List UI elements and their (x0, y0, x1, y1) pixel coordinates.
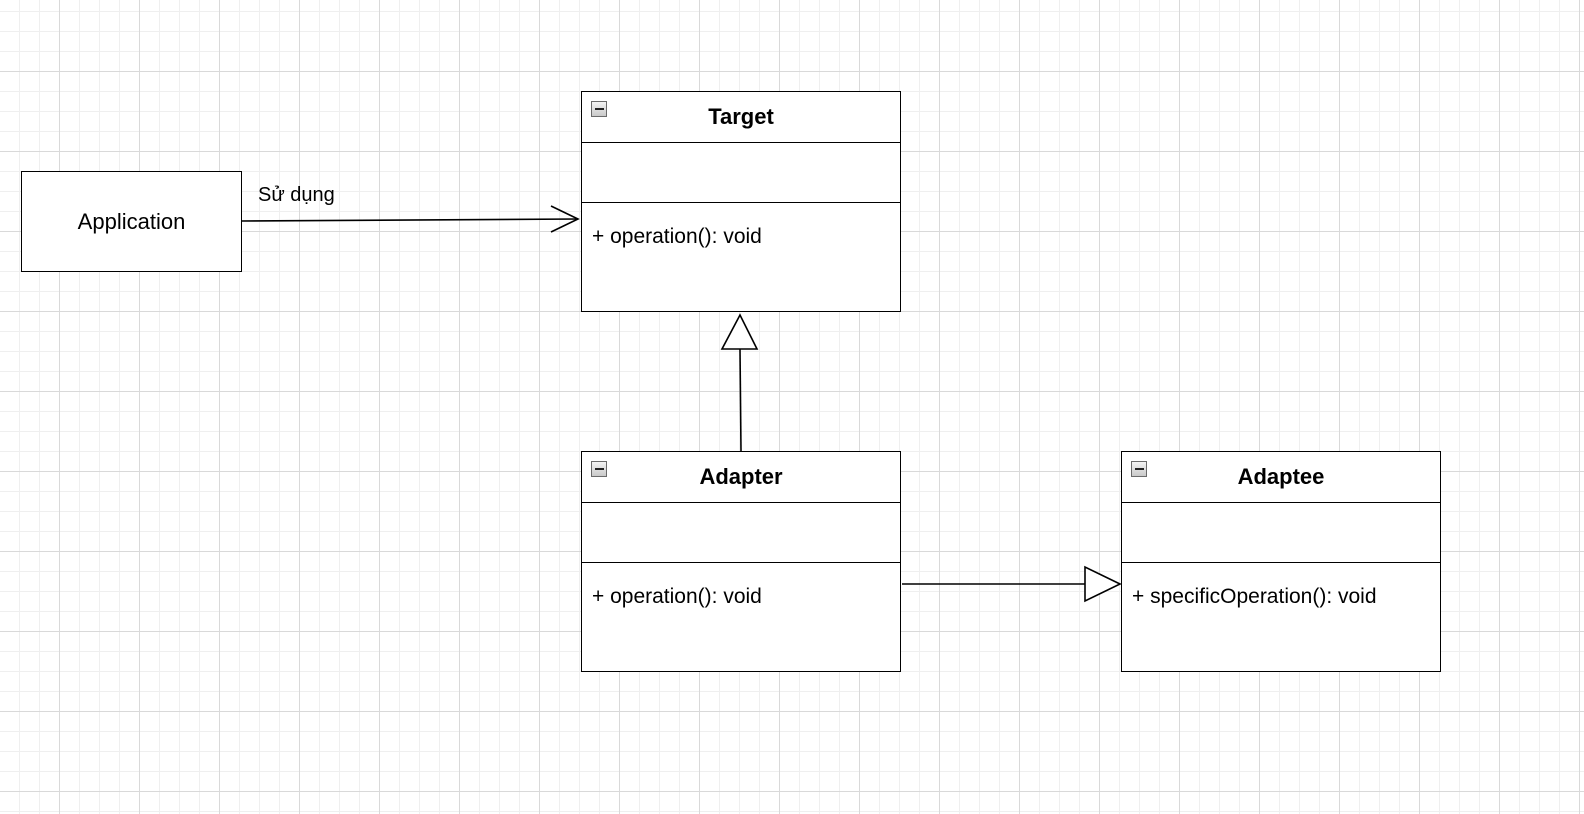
target-attributes-section (582, 143, 900, 203)
application-label: Application (77, 208, 186, 234)
collapse-icon[interactable] (591, 461, 607, 477)
target-class-name: Target (708, 104, 774, 129)
operation-item: + specificOperation(): void (1132, 585, 1377, 608)
adaptee-relation-arrowhead (1084, 565, 1122, 603)
application-box[interactable]: Application (21, 171, 242, 272)
adapter-class-name: Adapter (699, 464, 783, 489)
collapse-icon[interactable] (1131, 461, 1147, 477)
adaptee-attributes-section (1122, 503, 1440, 563)
association-arrowhead (550, 205, 580, 233)
generalization-arrowhead (720, 313, 759, 350)
uses-label: Sử dụng (258, 184, 335, 206)
target-operations-section: + operation(): void (582, 203, 900, 311)
adapter-operations-section: + operation(): void (582, 563, 900, 671)
adaptee-class[interactable]: Adaptee + specificOperation(): void (1121, 451, 1441, 672)
adaptee-class-header: Adaptee (1122, 452, 1440, 503)
adaptee-operations-section: + specificOperation(): void (1122, 563, 1440, 671)
operation-item: + operation(): void (592, 225, 762, 248)
target-class[interactable]: Target + operation(): void (581, 91, 901, 312)
adapter-class-header: Adapter (582, 452, 900, 503)
operation-item: + operation(): void (592, 585, 762, 608)
adapter-class[interactable]: Adapter + operation(): void (581, 451, 901, 672)
adapter-attributes-section (582, 503, 900, 563)
generalization-line[interactable] (739, 348, 742, 452)
adaptee-class-name: Adaptee (1237, 464, 1325, 489)
collapse-icon[interactable] (591, 101, 607, 117)
association-line[interactable] (240, 218, 579, 222)
target-class-header: Target (582, 92, 900, 143)
